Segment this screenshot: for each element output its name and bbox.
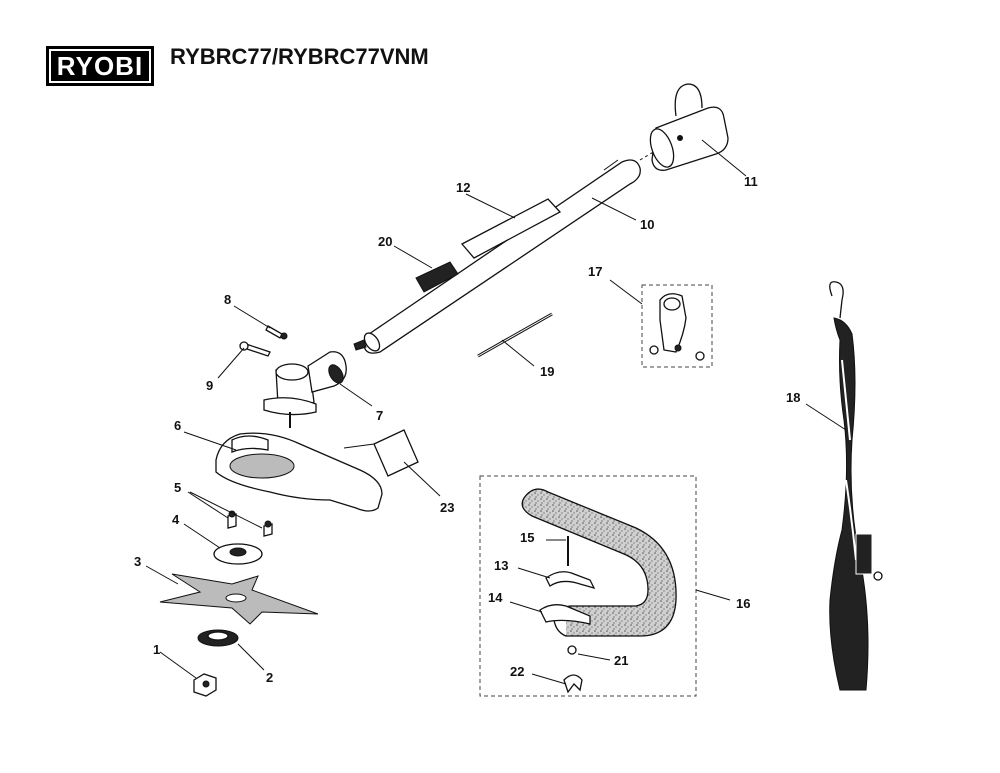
warning-label [415, 261, 459, 293]
callout-2: 2 [266, 670, 273, 685]
callout-15: 15 [520, 530, 534, 545]
callout-22: 22 [510, 664, 524, 679]
callout-12: 12 [456, 180, 470, 195]
callout-6: 6 [174, 418, 181, 433]
gear-head [263, 351, 347, 428]
callout-16: 16 [736, 596, 750, 611]
brush-blade [159, 573, 319, 625]
callout-9: 9 [206, 378, 213, 393]
cup-washer-2 [197, 629, 239, 647]
callout-8: 8 [224, 292, 231, 307]
shaft-tube [353, 159, 641, 354]
blade-washer-4 [213, 543, 263, 565]
shaft-label-sticker [460, 198, 562, 259]
callout-17: 17 [588, 264, 602, 279]
callout-23: 23 [440, 500, 454, 515]
blade-nut [193, 673, 217, 697]
clamp-assembly-box [641, 284, 713, 368]
hanger-bracket [649, 83, 729, 171]
callout-21: 21 [614, 653, 628, 668]
handle-assembly-box [479, 475, 697, 697]
guard-screws [227, 510, 273, 537]
callout-13: 13 [494, 558, 508, 573]
callout-5: 5 [174, 480, 181, 495]
screw-9 [239, 341, 271, 357]
callout-18: 18 [786, 390, 800, 405]
model-number: RYBRC77/RYBRC77VNM [170, 44, 429, 69]
screw-8 [265, 325, 288, 340]
shoulder-strap [829, 281, 883, 691]
callout-3: 3 [134, 554, 141, 569]
brand-wordmark: RYOBI [48, 49, 152, 83]
callout-7: 7 [376, 408, 383, 423]
handle-assembly [521, 488, 677, 694]
ryobi-logo: RYOBI [46, 46, 154, 86]
leader-lines [145, 139, 847, 685]
blade-guard [215, 432, 383, 512]
callout-4: 4 [172, 512, 180, 527]
callout-20: 20 [378, 234, 392, 249]
clamp-assembly [649, 293, 705, 361]
callout-10: 10 [640, 217, 654, 232]
callout-14: 14 [488, 590, 503, 605]
callout-11: 11 [744, 174, 758, 189]
callout-19: 19 [540, 364, 554, 379]
callout-1: 1 [153, 642, 160, 657]
